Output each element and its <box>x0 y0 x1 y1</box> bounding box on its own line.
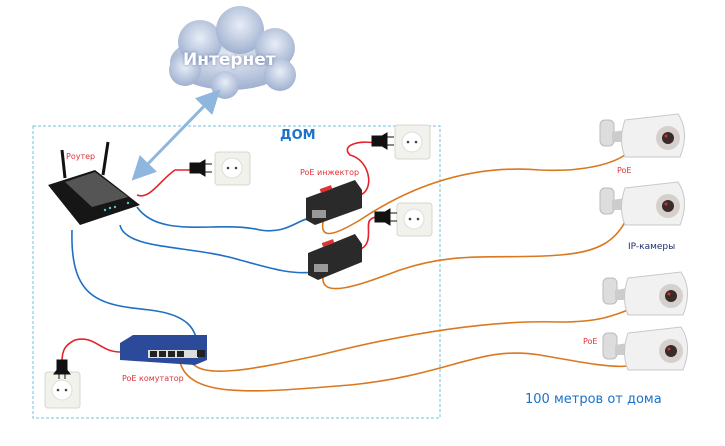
power-outlet-icon <box>371 124 431 160</box>
router-icon <box>48 141 140 225</box>
camera-poe-label: PoE <box>583 337 598 346</box>
router-switch-cable <box>71 229 199 346</box>
router-label: Роутер <box>66 152 96 161</box>
house-boundary <box>32 125 441 419</box>
router-injector2-cable <box>119 224 317 274</box>
power-outlet-icon <box>189 151 251 186</box>
house-label: ДОМ <box>280 128 316 143</box>
poe-cable-camera1 <box>321 154 626 235</box>
poe-cable-camera4 <box>179 352 629 392</box>
poe-cable-camera3 <box>189 309 629 372</box>
poe-cable-camera2 <box>322 221 626 290</box>
ip-camera-icon <box>602 271 688 316</box>
injector-label: PoE инжектор <box>300 168 360 177</box>
poe-injector-icon <box>308 234 362 280</box>
switch-label: PoE комутатор <box>122 374 184 383</box>
power-outlet-icon <box>44 359 81 409</box>
ip-camera-icon <box>599 181 685 226</box>
router-injector1-cable <box>136 206 319 232</box>
internet-label: Интернет <box>183 50 276 70</box>
router-power-cable <box>136 169 192 197</box>
camera-poe-label: PoE <box>617 166 632 175</box>
poe-injector-icon <box>306 180 362 225</box>
injector1-power-cable <box>346 141 376 196</box>
ip-camera-icon <box>599 113 685 158</box>
power-outlet-icon <box>374 202 433 237</box>
internet-link-arrow <box>131 89 221 181</box>
ip-camera-icon <box>602 326 688 371</box>
poe-switch-icon <box>120 335 207 365</box>
cameras-label: IP-камеры <box>628 242 676 252</box>
switch-power-cable <box>61 338 121 363</box>
distance-label: 100 метров от дома <box>525 392 662 407</box>
